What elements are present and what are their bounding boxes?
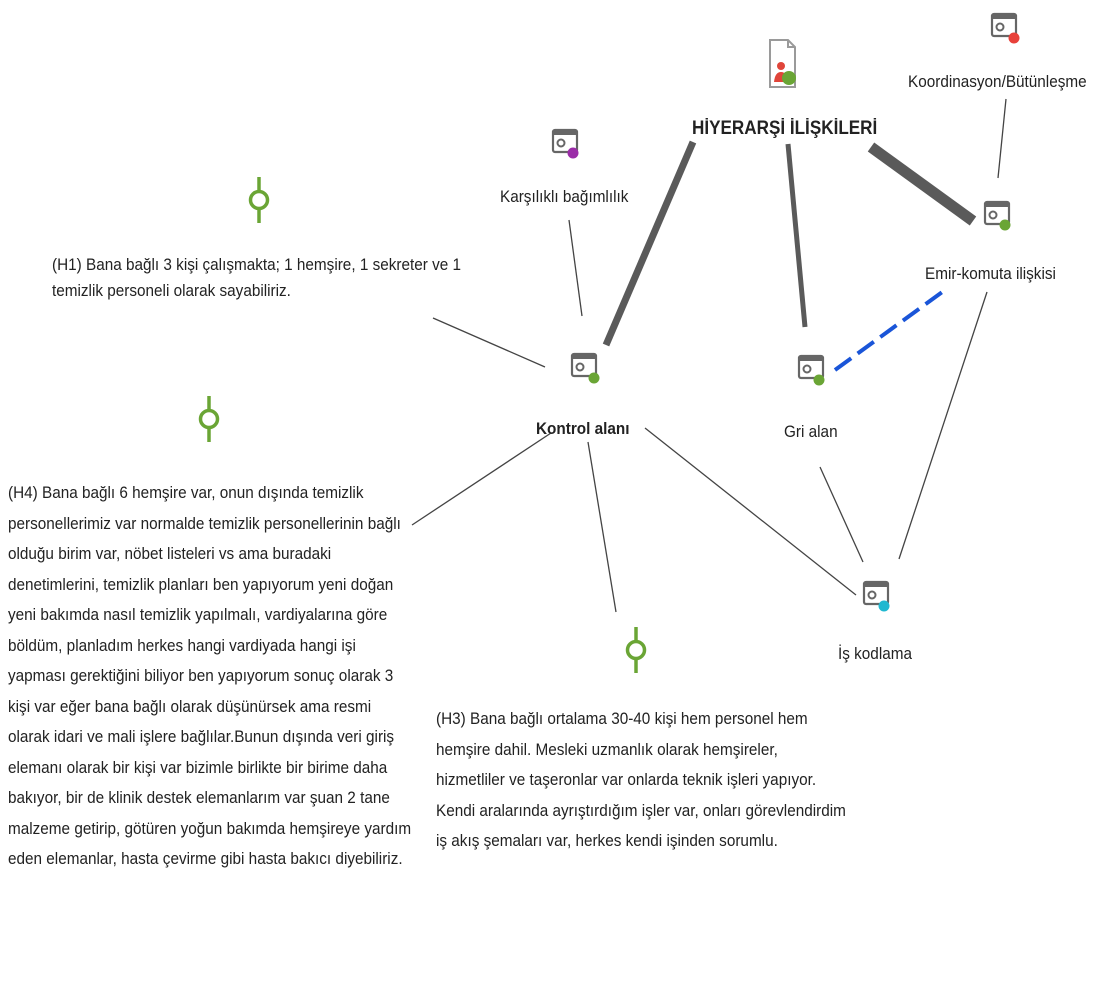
code-node-icon[interactable] (983, 198, 1015, 232)
edge-gray-jobcoding (819, 466, 864, 563)
node-label-mutual[interactable]: Karşılıklı bağımlılık (500, 187, 629, 206)
edge-command-jobcoding (898, 291, 988, 560)
quote-pin-icon[interactable] (247, 176, 271, 224)
code-node-icon[interactable] (990, 10, 1022, 44)
quote-h1-text[interactable]: (H1) Bana bağlı 3 kişi çalışmakta; 1 hem… (52, 255, 462, 300)
node-label-coordination[interactable]: Koordinasyon/Bütünleşme (908, 72, 1087, 91)
code-node-icon[interactable] (862, 578, 894, 612)
quote-pin-icon[interactable] (624, 626, 648, 674)
edge-hierarchy-control (602, 140, 697, 347)
edge-h3-control (587, 441, 617, 613)
edge-coordination-command (997, 98, 1007, 179)
node-label-hierarchy[interactable]: HİYERARŞİ İLİŞKİLERİ (692, 118, 878, 139)
edge-hierarchy-command (867, 142, 977, 226)
edge-mutual-control (568, 219, 583, 317)
node-label-command[interactable]: Emir-komuta ilişkisi (925, 264, 1056, 283)
code-node-icon[interactable] (797, 352, 829, 386)
quote-h3-text[interactable]: (H3) Bana bağlı ortalama 30-40 kişi hem … (436, 709, 846, 850)
node-label-control[interactable]: Kontrol alanı (536, 419, 630, 438)
code-node-icon[interactable] (551, 126, 583, 160)
edge-control-jobcoding (644, 427, 857, 596)
quote-h4-text[interactable]: (H4) Bana bağlı 6 hemşire var, onun dışı… (8, 483, 412, 868)
node-label-jobcoding[interactable]: İş kodlama (838, 644, 912, 663)
node-label-gray[interactable]: Gri alan (784, 422, 838, 441)
edge-h1-control (432, 317, 546, 368)
document-person-icon[interactable] (768, 38, 800, 90)
edge-hierarchy-gray (785, 143, 808, 328)
edge-gray-command-dashed (833, 288, 947, 372)
code-node-icon[interactable] (570, 350, 602, 384)
edge-h4-control (411, 432, 552, 526)
quote-pin-icon[interactable] (197, 395, 221, 443)
